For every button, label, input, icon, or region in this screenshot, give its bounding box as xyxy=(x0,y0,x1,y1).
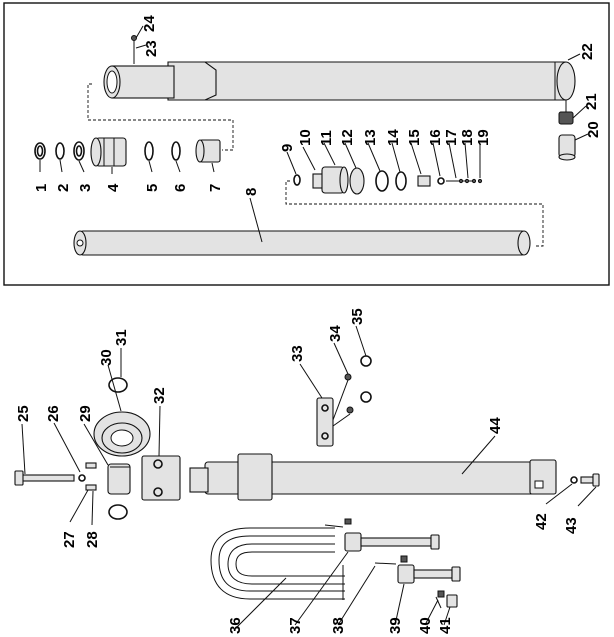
label-17: 17 xyxy=(443,129,460,146)
label-21: 21 xyxy=(583,93,600,110)
label-41: 41 xyxy=(437,617,454,634)
label-6: 6 xyxy=(172,184,189,192)
label-1: 1 xyxy=(33,184,50,192)
label-11: 11 xyxy=(318,130,335,146)
label-36: 36 xyxy=(227,617,244,634)
label-3: 3 xyxy=(77,184,94,192)
label-10: 10 xyxy=(297,129,314,146)
label-12: 12 xyxy=(339,129,356,146)
cylinder-barrel xyxy=(103,35,576,101)
pivot-pin xyxy=(14,462,97,491)
label-37: 37 xyxy=(287,617,304,634)
label-9: 9 xyxy=(279,144,296,152)
label-25: 25 xyxy=(15,405,32,422)
label-19: 19 xyxy=(475,129,492,146)
label-39: 39 xyxy=(387,617,404,634)
label-29: 29 xyxy=(77,405,94,422)
label-20: 20 xyxy=(585,121,602,138)
label-5: 5 xyxy=(144,184,161,192)
seal-kit-row xyxy=(34,137,221,167)
label-38: 38 xyxy=(330,617,347,634)
label-33: 33 xyxy=(289,345,306,362)
label-43: 43 xyxy=(563,517,580,534)
roller-wheel xyxy=(93,377,151,520)
label-40: 40 xyxy=(417,617,434,634)
hose-fitting-upper xyxy=(324,518,440,552)
label-7: 7 xyxy=(207,184,224,192)
label-24: 24 xyxy=(141,15,158,32)
label-26: 26 xyxy=(45,405,62,422)
label-22: 22 xyxy=(579,43,596,60)
piston-kit-row xyxy=(293,166,483,195)
end-bolt xyxy=(570,473,600,487)
label-13: 13 xyxy=(362,129,379,146)
main-cylinder xyxy=(189,453,557,501)
label-31: 31 xyxy=(113,329,130,346)
label-32: 32 xyxy=(151,387,168,404)
release-valve xyxy=(435,590,458,609)
hydraulic-fitting xyxy=(558,100,576,161)
hydraulic-hose xyxy=(210,527,345,600)
label-4: 4 xyxy=(105,183,122,192)
label-18: 18 xyxy=(459,129,476,146)
label-16: 16 xyxy=(427,129,444,146)
label-44: 44 xyxy=(487,417,504,434)
label-28: 28 xyxy=(84,531,101,548)
label-8: 8 xyxy=(243,188,260,196)
label-34: 34 xyxy=(327,325,344,342)
part-labels: 1 2 3 4 5 6 7 8 9 10 11 12 13 14 15 16 1… xyxy=(15,15,602,634)
hose-fitting-lower xyxy=(374,555,461,584)
label-2: 2 xyxy=(55,184,72,192)
label-35: 35 xyxy=(349,308,366,325)
mounting-bracket xyxy=(316,355,372,447)
mount-block xyxy=(107,455,181,501)
label-15: 15 xyxy=(406,129,423,146)
label-27: 27 xyxy=(61,531,78,548)
upper-assembly-frame xyxy=(3,2,610,286)
label-42: 42 xyxy=(533,513,550,530)
label-14: 14 xyxy=(385,129,402,146)
label-23: 23 xyxy=(143,40,160,57)
label-30: 30 xyxy=(98,349,115,366)
piston-rod xyxy=(73,230,531,256)
